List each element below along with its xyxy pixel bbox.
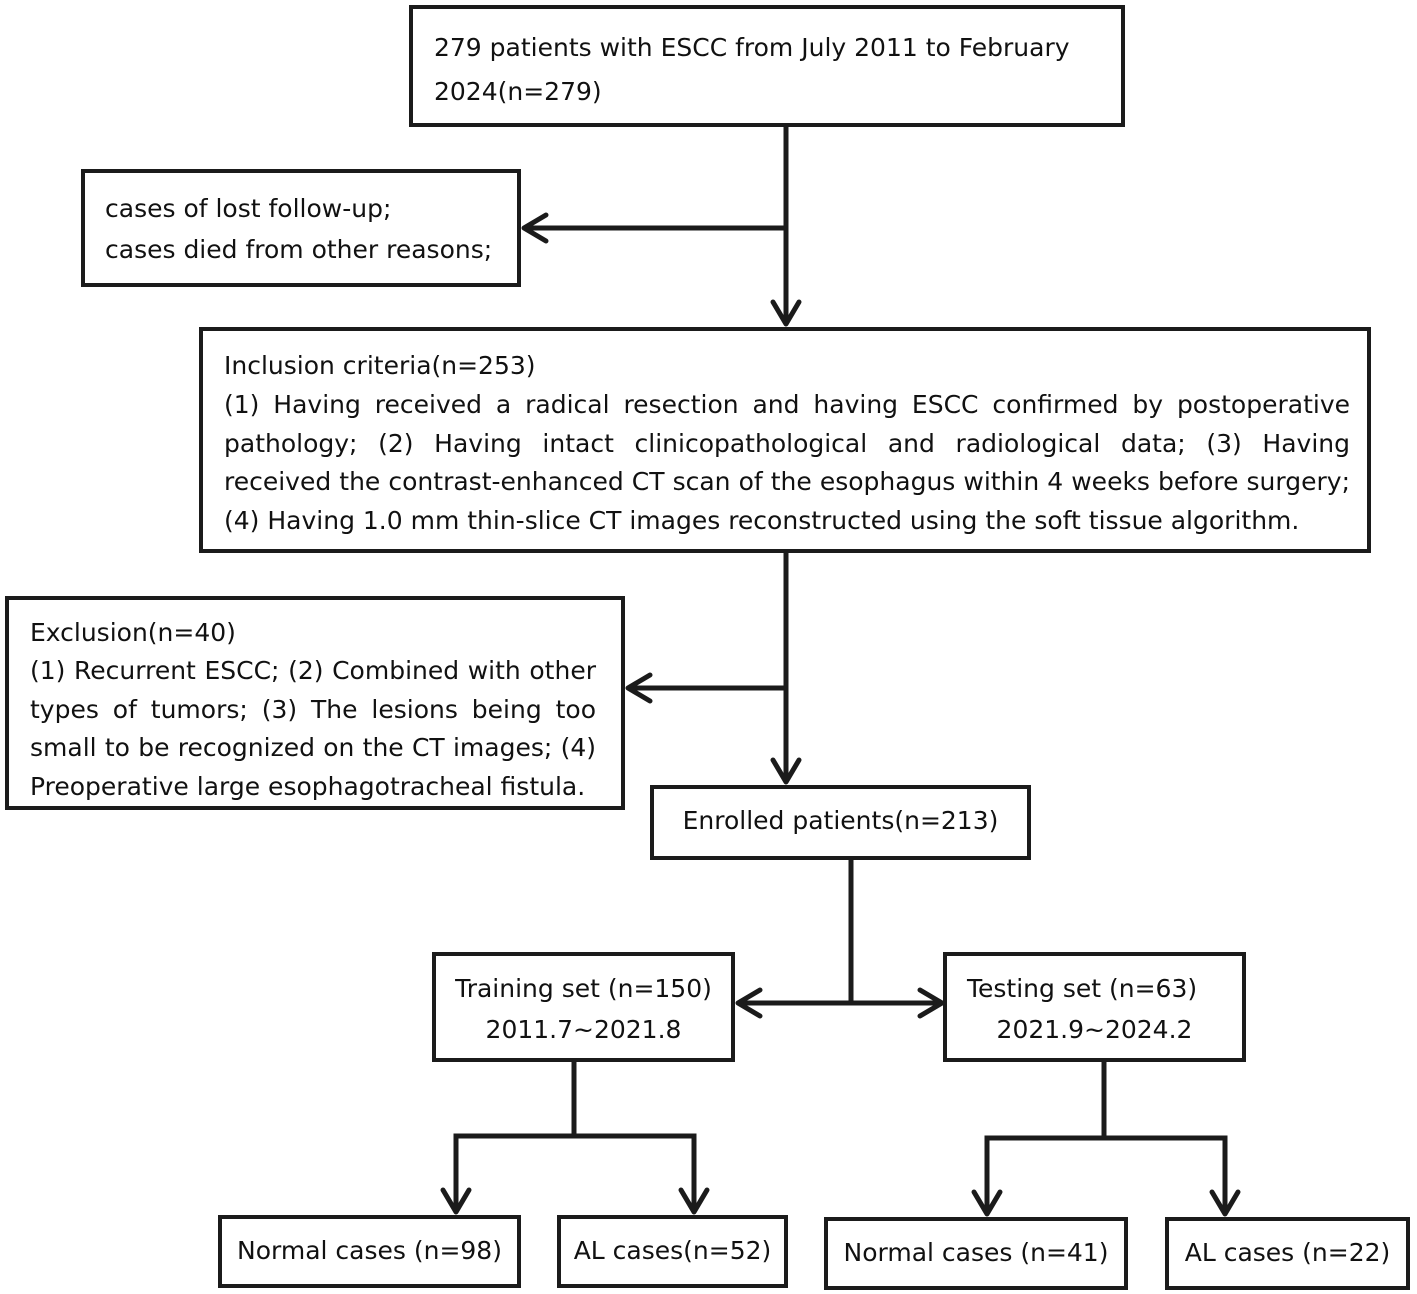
start-line-2: 2024(n=279) bbox=[434, 77, 602, 106]
arrowhead-down-enrolled bbox=[770, 757, 802, 785]
exclusion-box: Exclusion(n=40) (1) Recurrent ESCC; (2) … bbox=[5, 596, 625, 810]
test-normal-label: Normal cases (n=41) bbox=[843, 1238, 1109, 1267]
testing-line-2: 2021.9~2024.2 bbox=[996, 1015, 1193, 1044]
test-al-box: AL cases (n=22) bbox=[1165, 1217, 1410, 1290]
train-normal-box: Normal cases (n=98) bbox=[218, 1215, 521, 1288]
exclusion-text: (1) Recurrent ESCC; (2) Combined with ot… bbox=[30, 656, 596, 801]
train-al-label: AL cases(n=52) bbox=[573, 1236, 772, 1265]
train-normal-label: Normal cases (n=98) bbox=[237, 1236, 502, 1265]
lost-followup-box: cases of lost follow-up; cases died from… bbox=[81, 169, 521, 287]
inclusion-criteria-box: Inclusion criteria(n=253) (1) Having rec… bbox=[199, 327, 1371, 553]
arrowhead-left-exclusion bbox=[625, 672, 653, 704]
test-normal-box: Normal cases (n=41) bbox=[824, 1217, 1128, 1290]
start-box: 279 patients with ESCC from July 2011 to… bbox=[409, 5, 1125, 127]
lost-line-2: cases died from other reasons; bbox=[105, 235, 493, 264]
arrowhead-test-al bbox=[1209, 1189, 1241, 1217]
arrowhead-right-testing bbox=[917, 987, 945, 1019]
training-line-1: Training set (n=150) bbox=[455, 974, 712, 1003]
training-line-2: 2011.7~2021.8 bbox=[485, 1015, 682, 1044]
arrowhead-test-normal bbox=[971, 1189, 1003, 1217]
arrowhead-left-lost bbox=[521, 212, 549, 244]
testing-set-box: Testing set (n=63) 2021.9~2024.2 bbox=[943, 952, 1246, 1062]
enrolled-box: Enrolled patients(n=213) bbox=[650, 785, 1031, 860]
arrowhead-down-inclusion bbox=[770, 299, 802, 327]
arrowhead-left-training bbox=[735, 987, 763, 1019]
test-al-label: AL cases (n=22) bbox=[1184, 1238, 1391, 1267]
exclusion-title: Exclusion(n=40) bbox=[30, 618, 236, 647]
start-line-1: 279 patients with ESCC from July 2011 to… bbox=[434, 33, 1070, 62]
arrowhead-train-al bbox=[678, 1187, 710, 1215]
lost-line-1: cases of lost follow-up; bbox=[105, 194, 392, 223]
inclusion-text: (1) Having received a radical resection … bbox=[224, 390, 1350, 535]
enrolled-label: Enrolled patients(n=213) bbox=[682, 806, 999, 835]
train-al-box: AL cases(n=52) bbox=[557, 1215, 788, 1288]
training-set-box: Training set (n=150) 2011.7~2021.8 bbox=[432, 952, 735, 1062]
arrowhead-train-normal bbox=[440, 1187, 472, 1215]
inclusion-title: Inclusion criteria(n=253) bbox=[224, 351, 536, 380]
testing-line-1: Testing set (n=63) bbox=[967, 974, 1198, 1003]
